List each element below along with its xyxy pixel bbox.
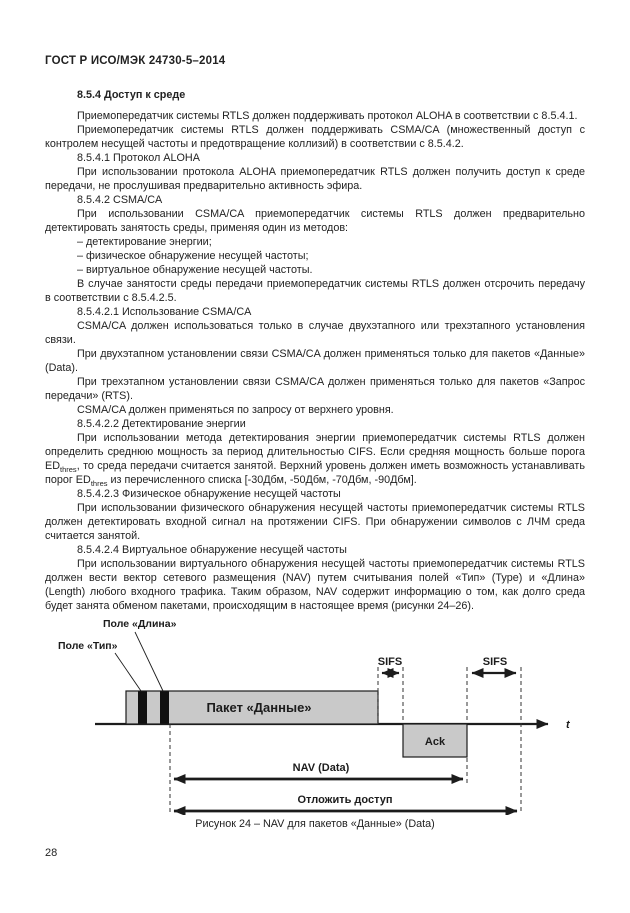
subsection-heading-aloha: 8.5.4.1 Протокол ALOHA: [77, 152, 200, 164]
time-axis-label: t: [566, 719, 571, 731]
figure-caption: Рисунок 24 – NAV для пакетов «Данные» (D…: [195, 818, 435, 830]
subsection-heading-energy-detection: 8.5.4.2.2 Детектирование энергии: [77, 418, 246, 430]
paragraph: В случае занятости среды передачи приемо…: [45, 278, 585, 304]
type-field-label: Поле «Тип»: [58, 640, 118, 652]
figure-nav-data: Поле «Длина» Поле «Тип» t Пакет «Данные»…: [45, 615, 585, 831]
subscript-thres: thres: [60, 465, 77, 475]
length-field-stripe: [160, 691, 169, 724]
subscript-thres: thres: [90, 479, 108, 489]
paragraph: CSMA/CA должен использоваться только в с…: [45, 320, 585, 346]
ack-label: Ack: [425, 736, 446, 748]
paragraph: При использовании виртуального обнаружен…: [45, 558, 585, 612]
ack-rect: [402, 723, 468, 758]
paragraph: При трехэтапном установлении связи CSMA/…: [45, 376, 585, 402]
list-item: – детектирование энергии;: [77, 236, 212, 248]
list-item: – виртуальное обнаружение несущей частот…: [77, 264, 313, 276]
document-header: ГОСТ Р ИСО/МЭК 24730-5–2014: [45, 55, 226, 67]
paragraph: При использовании физического обнаружени…: [45, 502, 585, 542]
paragraph: CSMA/CA должен применяться по запросу от…: [77, 404, 394, 416]
paragraph: Приемопередатчик системы RTLS должен под…: [77, 110, 578, 122]
subsection-heading-virtual-carrier: 8.5.4.2.4 Виртуальное обнаружение несуще…: [77, 544, 347, 556]
leader-line-length-field: [134, 631, 164, 692]
page-number: 28: [45, 847, 58, 859]
sifs-label-1: SIFS: [378, 656, 402, 668]
subsection-heading-physical-carrier: 8.5.4.2.3 Физическое обнаружение несущей…: [77, 488, 341, 500]
leader-line-type-field: [114, 652, 142, 692]
data-packet-label: Пакет «Данные»: [206, 700, 311, 715]
paragraph: При использовании CSMA/CA приемопередатч…: [45, 208, 585, 234]
nav-label: NAV (Data): [293, 762, 350, 774]
defer-access-label: Отложить доступ: [297, 794, 392, 806]
text-fragment: из перечисленного списка [-30Дбм, -50Дбм…: [107, 474, 417, 486]
text-fragment: При использовании метода детектирования …: [45, 432, 585, 472]
paragraph: Приемопередатчик системы RTLS должен под…: [45, 124, 585, 150]
paragraph-energy-detection: При использовании метода детектирования …: [45, 431, 585, 487]
section-heading: 8.5.4 Доступ к среде: [77, 89, 186, 101]
paragraph: При двухэтапном установлении связи CSMA/…: [45, 348, 585, 374]
length-field-label: Поле «Длина»: [103, 618, 177, 630]
type-field-stripe: [138, 691, 147, 724]
subsection-heading-csma-use: 8.5.4.2.1 Использование CSMA/CA: [77, 306, 252, 318]
paragraph: При использовании протокола ALOHA приемо…: [45, 166, 585, 192]
subsection-heading-csma: 8.5.4.2 CSMA/CA: [77, 194, 163, 206]
sifs-label-2: SIFS: [483, 656, 507, 668]
text-fragment: , то среда передачи считается занятой. В…: [45, 460, 585, 486]
timing-diagram: Поле «Длина» Поле «Тип» t Пакет «Данные»…: [58, 618, 571, 815]
list-item: – физическое обнаружение несущей частоты…: [77, 250, 309, 262]
